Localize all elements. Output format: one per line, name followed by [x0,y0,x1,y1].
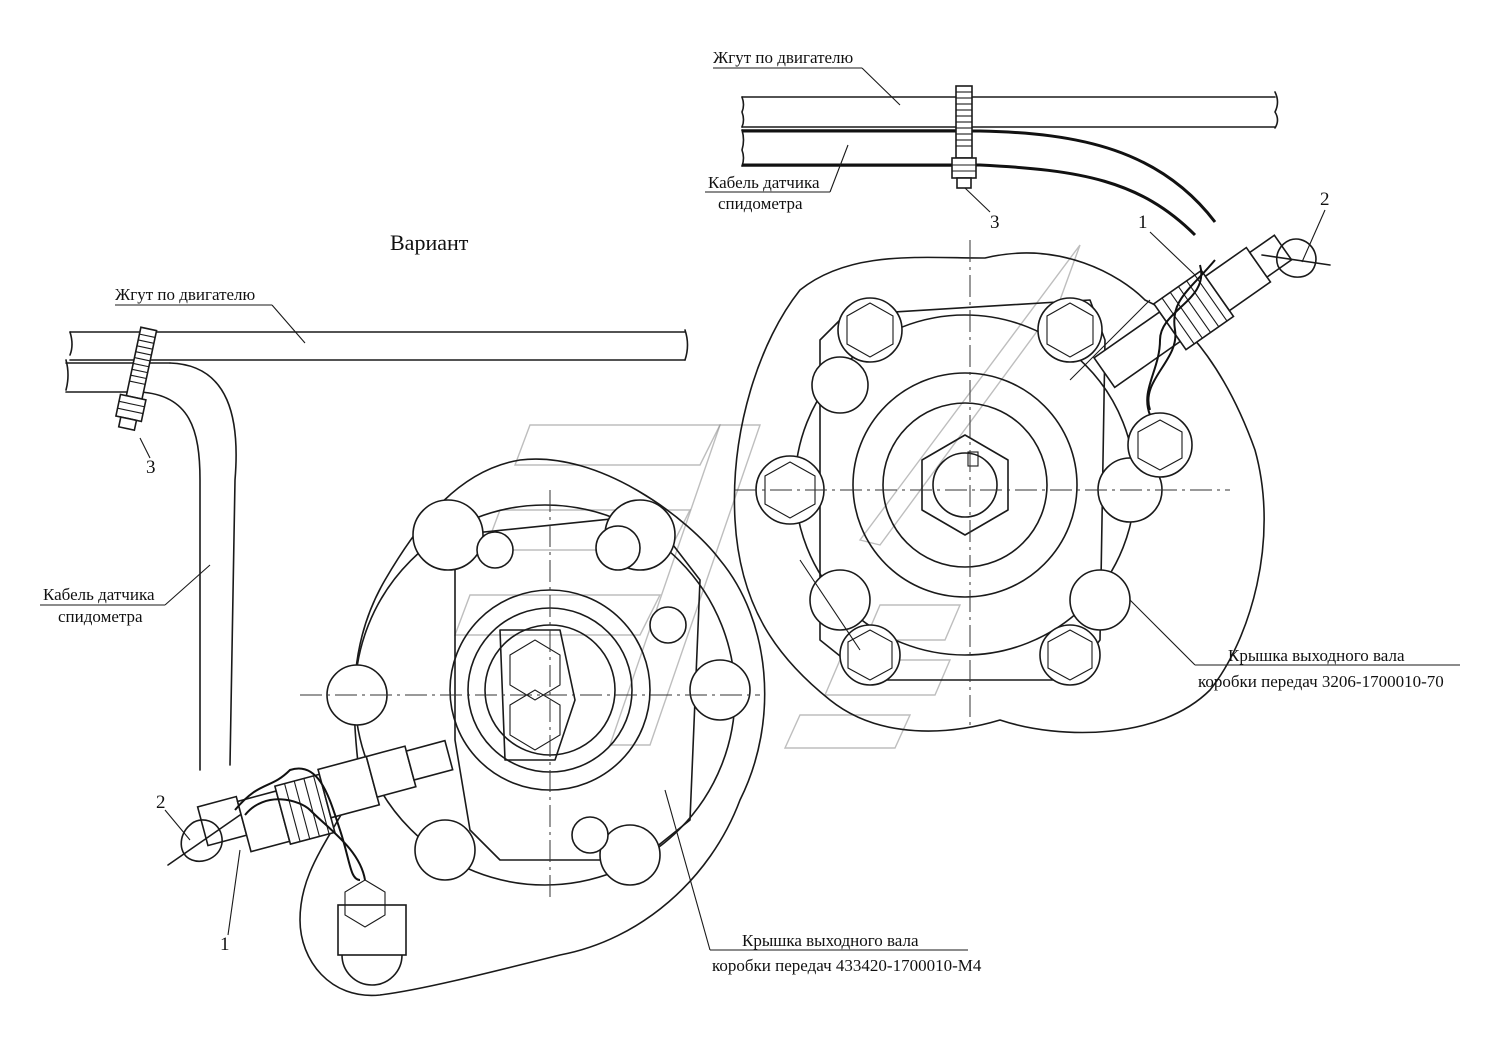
cable-clamp-left [114,326,158,432]
cable-top-label-line2: спидометра [718,194,803,213]
output-shaft-cover-right [733,240,1265,734]
cover-left-label-line2: коробки передач 433420-1700010-М4 [712,956,982,975]
callout-left-1: 1 [220,934,230,955]
harness-top-label: Жгут по двигателю [713,48,854,67]
callout-top-1: 1 [1138,212,1148,233]
cable-clamp-top [951,85,977,189]
callout-top-2: 2 [1320,189,1330,210]
harness-top [741,91,1279,167]
callout-left-3: 3 [146,457,156,478]
leader-lines [40,67,1460,951]
harness-left-label: Жгут по двигателю [115,285,256,304]
speedometer-cable-left [169,362,237,766]
callout-top-3: 3 [990,212,1000,233]
speedometer-cable-left-outer [139,391,201,771]
cable-left-label-line2: спидометра [58,607,143,626]
variant-heading: Вариант [390,230,469,255]
output-shaft-cover-left [299,458,766,997]
harness-left [65,329,689,393]
cover-left-label-line1: Крышка выходного вала [742,931,919,950]
speed-sensor-left [167,739,454,986]
cable-top-label-line1: Кабель датчика [708,173,820,192]
speedometer-cable-top [742,129,1217,223]
cover-right-label-line2: коробки передач 3206-1700010-70 [1198,672,1444,691]
callout-left-2: 2 [156,792,166,813]
speedometer-cable-top-2 [742,163,1197,237]
cable-left-label-line1: Кабель датчика [43,585,155,604]
cover-right-label-line1: Крышка выходного вала [1228,646,1405,665]
speed-sensor-top [1092,234,1331,478]
